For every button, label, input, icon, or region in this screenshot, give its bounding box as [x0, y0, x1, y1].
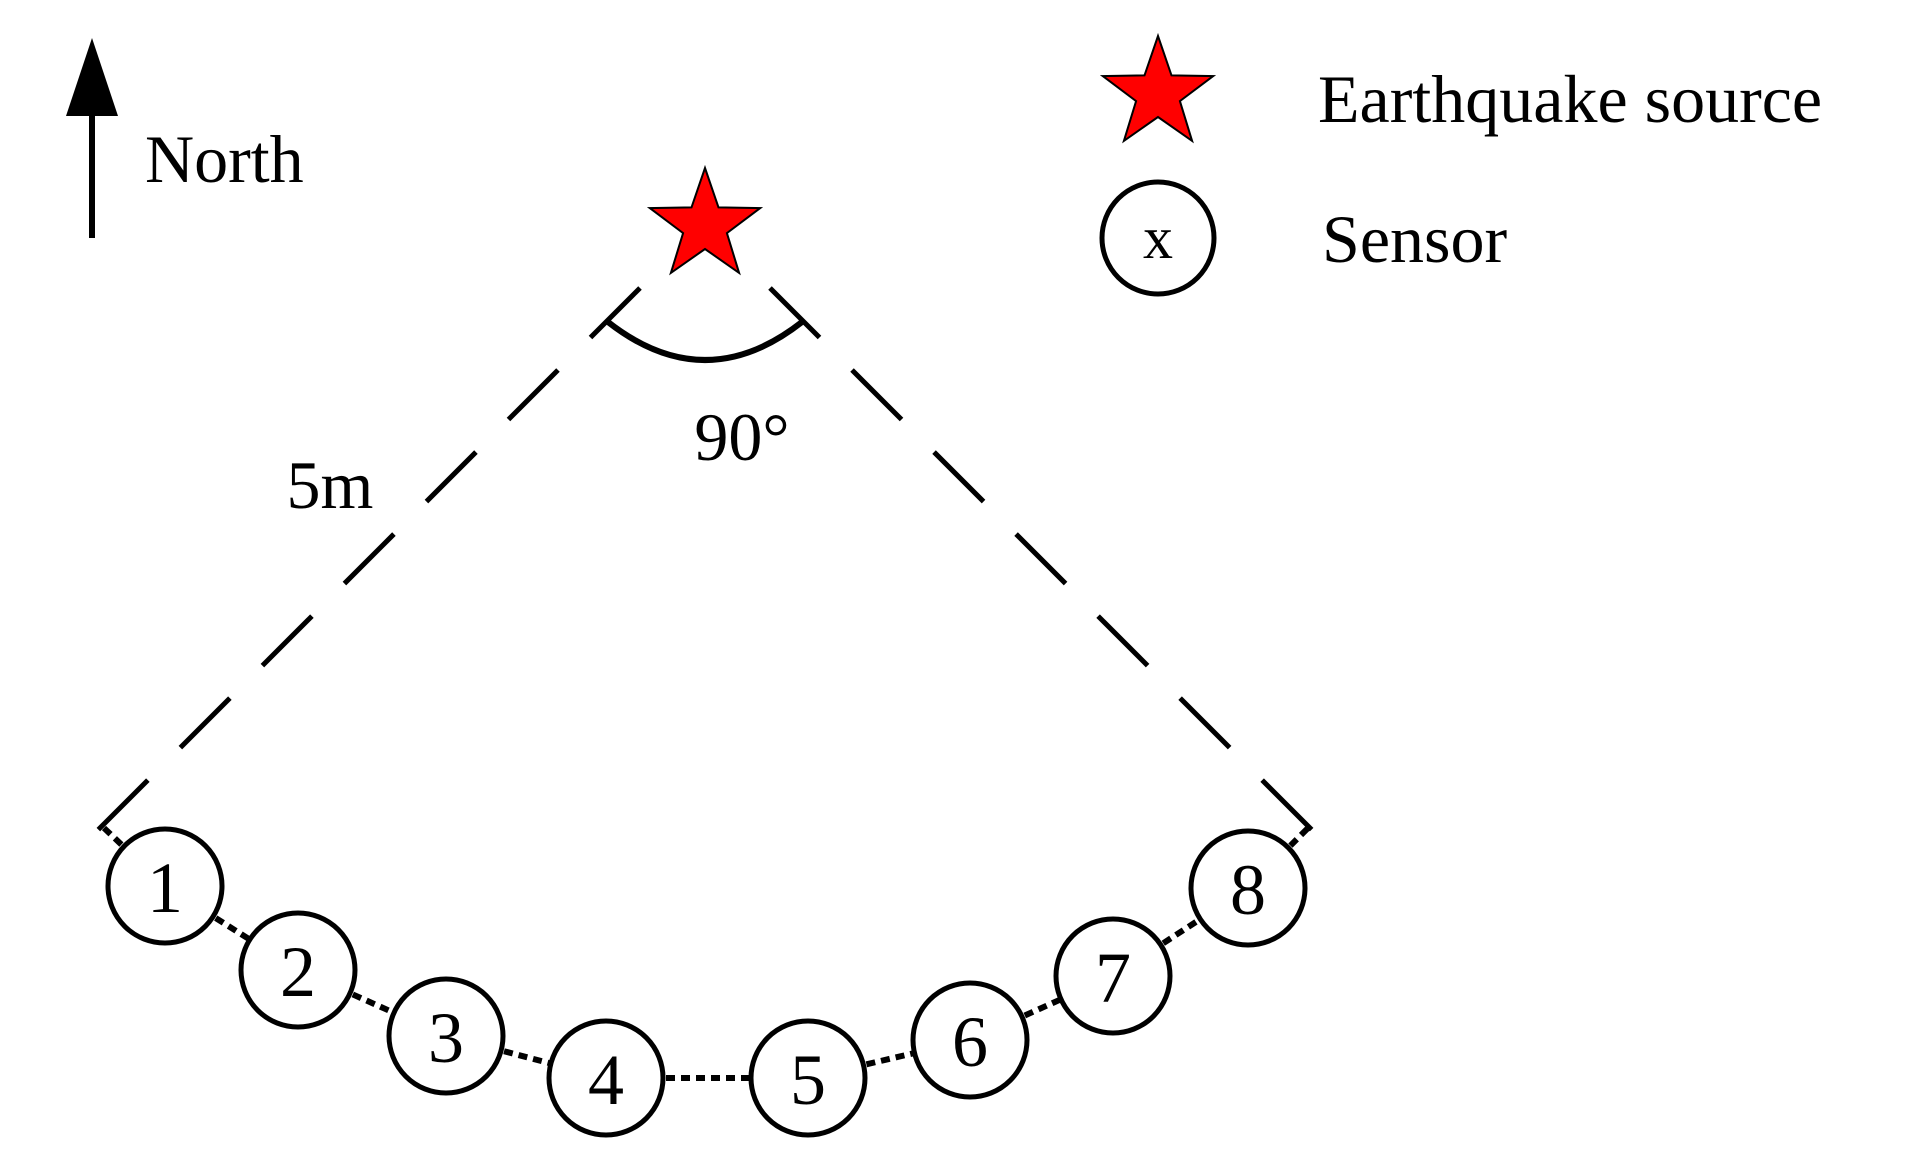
legend-source-label: Earthquake source [1318, 61, 1822, 137]
sensor-1-label: 1 [147, 848, 183, 928]
left-ray-line [82, 286, 642, 846]
legend-star-icon [1099, 32, 1217, 144]
sensor-4-circle [546, 1018, 666, 1138]
distance-label: 5m [287, 447, 374, 523]
sensor-link-6 [968, 973, 1115, 1043]
sensor-1-circle [105, 826, 225, 946]
sensor-chain: 1 2 3 4 5 6 7 8 [101, 823, 1313, 1138]
right-ray-line [768, 286, 1332, 850]
legend-sensor-icon [1099, 179, 1217, 297]
sensor-3-label: 3 [428, 998, 464, 1078]
sensor-7-label: 7 [1095, 938, 1131, 1018]
sensor-2-circle [238, 910, 358, 1030]
north-label: North [145, 121, 304, 197]
sensor-6-label: 6 [952, 1002, 988, 1082]
legend: Earthquake source x Sensor [1099, 32, 1822, 297]
sensor-6-circle [910, 980, 1030, 1100]
angle-label: 90° [694, 399, 789, 475]
sensor-link-1 [163, 883, 300, 973]
sensor-5-circle [748, 1018, 868, 1138]
legend-sensor-symbol: x [1143, 205, 1173, 271]
angle-arc [606, 319, 804, 363]
sensor-2-label: 2 [280, 932, 316, 1012]
sensor-5-label: 5 [790, 1040, 826, 1120]
sensor-4-label: 4 [588, 1040, 624, 1120]
sensor-8-circle [1188, 828, 1308, 948]
sensor-8-label: 8 [1230, 850, 1266, 930]
sensor-link-7 [1111, 885, 1250, 979]
sensor-7-circle [1053, 916, 1173, 1036]
north-arrow [66, 38, 118, 238]
legend-sensor-label: Sensor [1322, 201, 1507, 277]
sensor-3-circle [386, 976, 506, 1096]
north-arrow-head-icon [66, 38, 118, 116]
earthquake-source-star-icon [646, 164, 764, 276]
